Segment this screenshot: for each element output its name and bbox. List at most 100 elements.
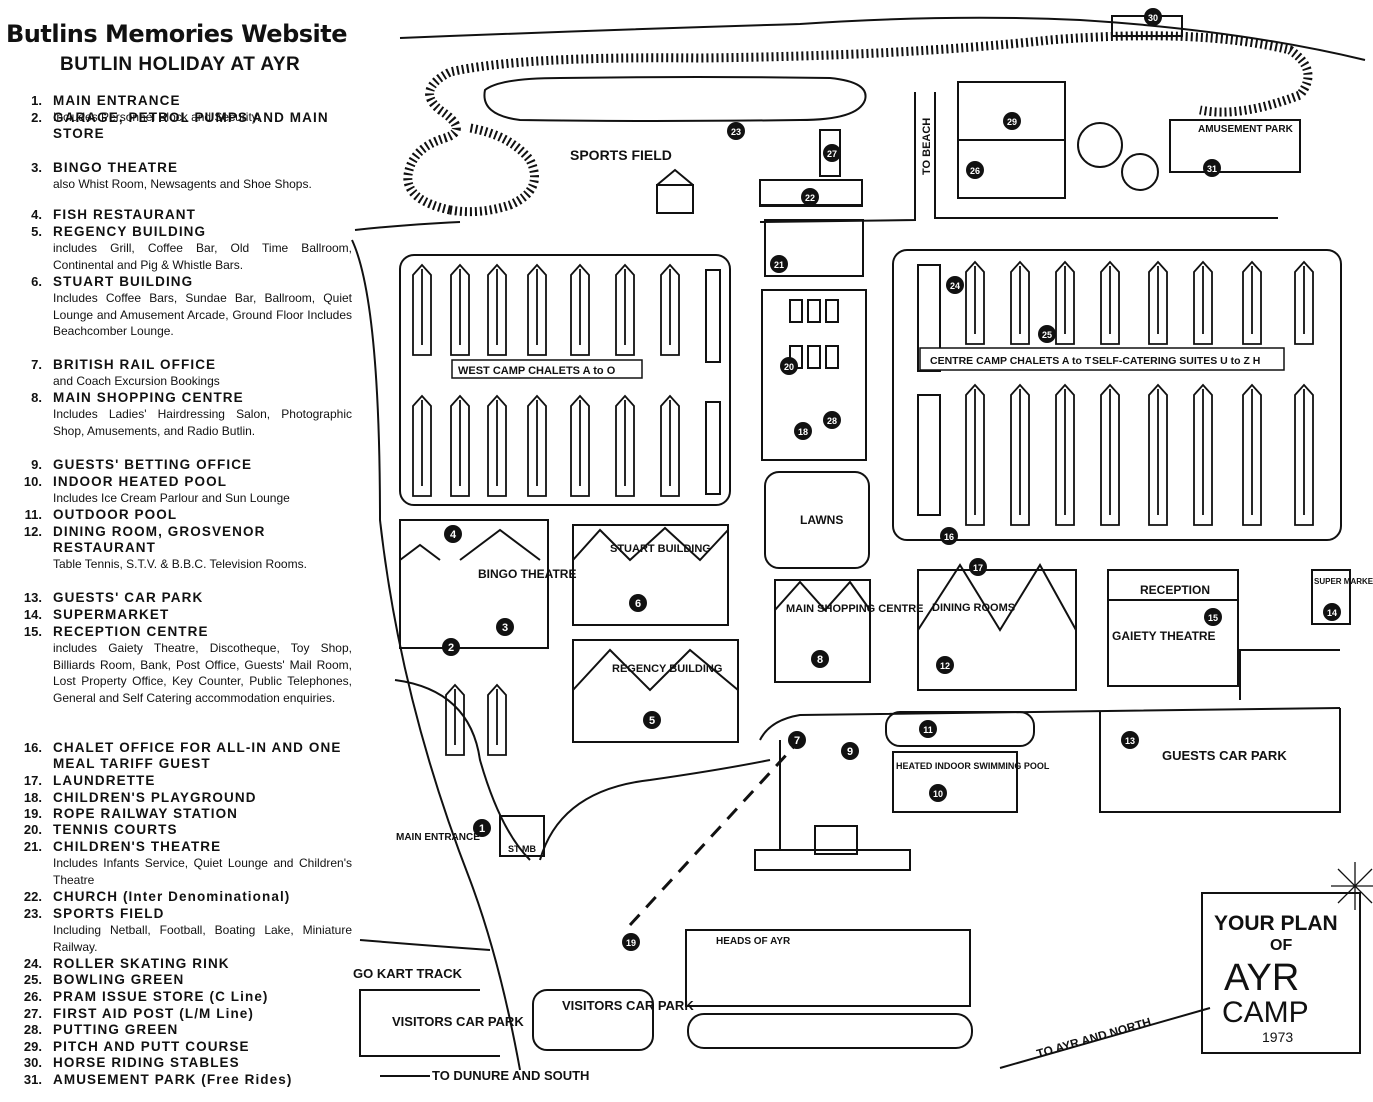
- legend-item: 20.TENNIS COURTS: [0, 822, 352, 838]
- label-centre-camp: CENTRE CAMP CHALETS A to T: [930, 355, 1092, 367]
- garden-strip: [687, 1013, 973, 1049]
- compass-rose-icon: [1331, 862, 1373, 910]
- map-marker: [811, 650, 829, 668]
- legend-panel: Butlins Memories Website BUTLIN HOLIDAY …: [0, 0, 360, 1102]
- entrance-drive: [539, 759, 771, 861]
- map-marker: [622, 933, 640, 951]
- legend-item-heading: DINING ROOM, GROSVENOR RESTAURANT: [53, 524, 266, 555]
- chalet-row: [1294, 260, 1314, 345]
- map-marker: [496, 618, 514, 636]
- chalet-row: [1100, 383, 1120, 526]
- label-to-ayr: TO AYR AND NORTH: [1035, 1015, 1153, 1061]
- legend-item-heading: ROLLER SKATING RINK: [53, 956, 230, 971]
- plan-title-line2: OF: [1270, 937, 1292, 954]
- chalet-row: [527, 263, 547, 356]
- label-stuart-building: STUART BUILDING: [610, 543, 711, 555]
- map-marker: [1038, 325, 1056, 343]
- map-marker: [442, 638, 460, 656]
- central-road: [759, 707, 1341, 741]
- road-to-ayr: [999, 1007, 1211, 1069]
- map-marker-number: 28: [827, 416, 837, 426]
- legend-item: 22.CHURCH (Inter Denominational): [0, 889, 352, 905]
- chalet-row: [1242, 383, 1262, 526]
- visitors-car-park-right: [532, 989, 654, 1051]
- map-marker: [823, 144, 841, 162]
- legend-item-detail: Includes Infants Service, Quiet Lounge a…: [53, 856, 352, 887]
- legend-item: 28.PUTTING GREEN: [0, 1022, 352, 1038]
- label-amusement-park: AMUSEMENT PARK: [1198, 124, 1294, 135]
- chalet-row: [660, 263, 680, 356]
- label-heated-pool: HEATED INDOOR SWIMMING POOL: [896, 761, 1050, 771]
- legend-item-detail: Includes Personnel Block and Security.: [53, 110, 261, 124]
- dining-rooms: [917, 569, 1077, 691]
- map-marker-number: 12: [940, 661, 950, 671]
- label-to-beach: TO BEACH: [921, 118, 933, 175]
- legend-item-heading: CHILDREN'S PLAYGROUND: [53, 790, 257, 805]
- reception-centre: [1107, 569, 1239, 687]
- legend-item-heading: TENNIS COURTS: [53, 822, 178, 837]
- legend-item: 18.CHILDREN'S PLAYGROUND: [0, 790, 352, 806]
- label-bingo-theatre: BINGO THEATRE: [478, 567, 576, 581]
- legend-item-heading: ROPE RAILWAY STATION: [53, 806, 239, 821]
- label-supermarket: SUPER MARKET: [1314, 577, 1373, 586]
- chalet-row: [965, 260, 985, 345]
- legend-item-number: 30.: [23, 1055, 42, 1070]
- map-marker: [794, 422, 812, 440]
- label-go-kart-track: GO KART TRACK: [353, 966, 463, 981]
- map-marker: [966, 161, 984, 179]
- church: [656, 184, 694, 214]
- british-rail-office: [754, 740, 911, 871]
- legend-item-heading: LAUNDRETTE: [53, 773, 156, 788]
- legend-item: 13.GUESTS' CAR PARK: [0, 590, 352, 606]
- legend-item-detail: includes Grill, Coffee Bar, Old Time Bal…: [53, 241, 352, 272]
- map-marker: [1003, 112, 1021, 130]
- centre-camp-block: [892, 249, 1342, 541]
- chalet-row: [1242, 260, 1262, 345]
- label-to-dunure: TO DUNURE AND SOUTH: [432, 1068, 589, 1083]
- regency-building: [572, 639, 739, 743]
- heated-indoor-pool: [892, 751, 1018, 813]
- map-marker-number: 25: [1042, 330, 1052, 340]
- map-marker-number: 14: [1327, 608, 1337, 618]
- legend-item-detail: and Coach Excursion Bookings: [53, 374, 220, 388]
- pitch-and-putt: [957, 81, 1066, 199]
- chalet-row: [1055, 383, 1075, 526]
- legend-item-heading: INDOOR HEATED POOL: [53, 474, 228, 489]
- roller-rink: [759, 179, 863, 207]
- outdoor-pool: [885, 711, 1035, 747]
- legend-item-heading: FISH RESTAURANT: [53, 207, 196, 222]
- legend-item-heading: STUART BUILDING: [53, 274, 194, 289]
- label-main-entrance: MAIN ENTRANCE: [396, 832, 480, 843]
- legend-item-detail: includes Gaiety Theatre, Discotheque, To…: [53, 641, 352, 705]
- legend-item-heading: BINGO THEATRE: [53, 160, 179, 175]
- legend-item-number: 13.: [23, 590, 42, 605]
- map-marker-number: 6: [635, 598, 641, 610]
- legend-item-heading: OUTDOOR POOL: [53, 507, 178, 522]
- childrens-theatre: [764, 219, 864, 277]
- main-shopping-centre: [774, 579, 871, 683]
- coastline: [399, 16, 1366, 61]
- legend-item-number: 31.: [23, 1072, 42, 1087]
- legend-item-heading: GARAGE, PETROL PUMPS AND MAIN STORE: [53, 110, 329, 141]
- road-to-beach-west: [759, 92, 916, 223]
- map-marker: [946, 276, 964, 294]
- map-marker: [1121, 731, 1139, 749]
- legend-item-number: 22.: [23, 889, 42, 904]
- legend-item: 24.ROLLER SKATING RINK: [0, 956, 352, 972]
- map-marker: [823, 411, 841, 429]
- label-regency-building: REGENCY BUILDING: [612, 663, 722, 675]
- legend-item-number: 8.: [31, 390, 42, 405]
- chalet-row: [1148, 383, 1168, 526]
- field-edge: [354, 221, 461, 231]
- legend-item-detail: Table Tennis, S.T.V. & B.B.C. Television…: [53, 557, 307, 571]
- map-marker-number: 13: [1125, 736, 1135, 746]
- rope-railway: [628, 738, 802, 927]
- map-marker: [780, 357, 798, 375]
